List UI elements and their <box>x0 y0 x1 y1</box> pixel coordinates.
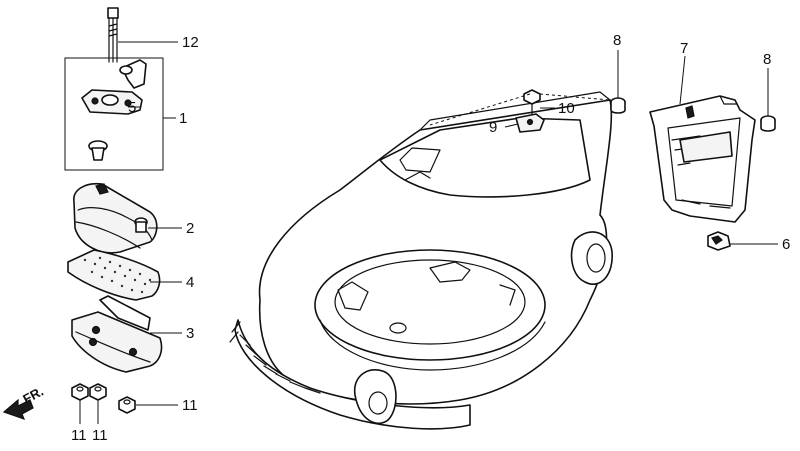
cover-part-2 <box>73 182 158 254</box>
nut-part-11-c <box>118 396 136 414</box>
callout-8-left: 8 <box>613 32 621 49</box>
leader-lines <box>79 41 778 424</box>
front-arrow-icon <box>2 398 34 421</box>
callout-5: 5 <box>128 99 136 116</box>
bolt-part-10 <box>523 89 541 117</box>
callout-11-left: 11 <box>71 427 87 444</box>
part-1-group-frame <box>64 57 164 171</box>
knob-part-6 <box>707 231 731 251</box>
bolt-part-12 <box>107 7 119 63</box>
callout-12: 12 <box>182 34 199 51</box>
callout-9: 9 <box>489 119 497 136</box>
callout-11-right: 11 <box>182 397 198 414</box>
callout-1: 1 <box>179 110 187 127</box>
elbow-fitting <box>119 59 147 89</box>
bushing-part-8-a <box>610 97 626 114</box>
mower-deck <box>229 91 613 430</box>
callout-10: 10 <box>558 100 575 117</box>
bushing-part-8-b <box>760 115 776 132</box>
callout-8-right: 8 <box>763 51 771 68</box>
callout-3: 3 <box>186 325 194 342</box>
callout-11-middle: 11 <box>92 427 108 444</box>
callout-7: 7 <box>680 40 688 57</box>
nut-part-11-a <box>71 383 89 401</box>
gasket-part-4 <box>67 249 161 301</box>
front-direction-marker: FR. <box>2 384 46 421</box>
plate-part-3 <box>71 295 163 373</box>
callout-4: 4 <box>186 274 194 291</box>
callout-labels: 12 1 5 2 4 3 11 11 11 10 9 8 7 8 6 <box>71 32 790 444</box>
clip-part-9 <box>515 113 545 133</box>
bracket-part-7 <box>649 95 756 223</box>
callout-6: 6 <box>782 236 790 253</box>
nut-part-11-b <box>89 383 107 401</box>
callout-2: 2 <box>186 220 194 237</box>
plate-part-5 <box>81 89 143 115</box>
screw <box>88 140 108 161</box>
